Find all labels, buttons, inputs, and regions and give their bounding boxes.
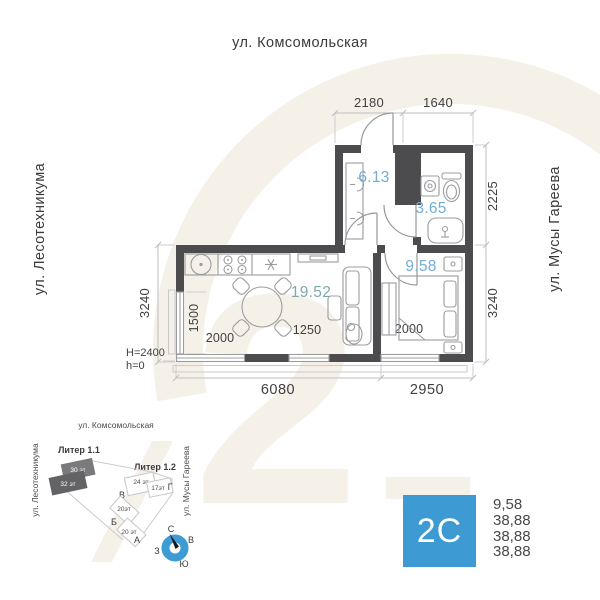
compass-east: В [188,535,194,545]
area-bedroom: 9.58 [405,258,436,275]
street-right-label: ул. Мусы Гареева [547,166,563,292]
site-street-right: ул. Мусы Гареева [181,446,191,516]
bathroom-door-swing [383,204,417,238]
living-door-swing [344,212,378,246]
svg-text:17эт: 17эт [151,485,164,492]
compass-south: Ю [179,559,188,569]
bedroom-door-swing [384,252,418,286]
toilet [441,172,462,203]
site-street-left: ул. Лесотехникума [30,443,40,517]
compass-ring [161,534,189,562]
facade-sill-left [168,289,176,355]
site-liter-2: Литер 1.2 [134,462,176,472]
dim-right-1: 2225 [485,181,500,211]
dim-top-1: 2180 [354,95,384,110]
partition-living-bedroom [373,253,381,354]
watermark-digit: 2 [193,231,360,567]
watermark-ring [153,53,600,402]
blanket-fold [398,317,426,341]
site-building-17: 17эт Г [146,477,174,498]
pillow [443,310,457,338]
area-living: 19.52 [291,284,331,301]
pillow [443,280,457,308]
dim-window-living-2: 1250 [293,323,322,337]
area-value: 38,88 [493,543,531,561]
dim-left-1: 3240 [137,288,152,318]
svg-text:30 эт: 30 эт [70,467,85,474]
area-bathroom: 3.65 [415,200,446,217]
plan-type-badge: 2C [403,495,476,567]
street-left-label: ул. Лесотехникума [32,162,48,295]
site-building-20b: 20эт Б [109,495,140,527]
site-letter-v: В [119,490,125,500]
area-values: 9,58 38,88 38,88 38,88 [493,495,531,567]
throw-blanket [345,323,363,345]
fridge-snowflake-icon [265,259,277,270]
shower [427,217,464,244]
site-letter-a: А [134,535,140,545]
sink [190,253,212,276]
compass-north: С [168,524,175,534]
compass: С В З Ю [154,524,194,569]
dim-bottom-1: 6080 [261,382,295,398]
watermark-patch [386,477,470,499]
washing-machine [420,175,440,197]
watermark-stroke [91,441,173,562]
furniture [184,162,464,354]
svg-text:20 эт: 20 эт [121,529,136,536]
facade-sill [172,365,468,373]
dim-bottom-2: 2950 [410,382,444,398]
site-boundary [63,488,124,541]
area-value: 38,88 [493,511,531,529]
site-building-20a: 20 эт А [116,517,147,548]
dining-table [232,277,292,337]
site-liter-1: Литер 1.1 [58,445,100,455]
sofa [327,266,372,346]
dimension-lines: 2180 1640 2225 3240 3240 6080 2950 1500 … [126,95,500,398]
dim-window-living-1: 2000 [206,331,235,345]
entry-door-swing [360,112,394,146]
level-note: h=0 [126,360,145,372]
compass-needle [169,533,179,549]
kitchen-counter [184,253,291,276]
wardrobe [381,282,397,336]
street-top-label: ул. Комсомольская [232,35,368,51]
area-value: 9,58 [493,496,523,513]
dim-top-2: 1640 [423,95,453,110]
bed [398,275,459,341]
ceiling-height-note: H=2400 [126,347,165,359]
nightstand-bottom [443,341,463,354]
shaft-pier [395,153,421,205]
compass-west: З [154,546,159,556]
doors [344,112,418,286]
svg-text:32 эт: 32 эт [60,481,75,488]
nightstand-top [443,256,463,272]
side-table [327,295,342,321]
site-street-top: ул. Комсомольская [78,420,154,430]
area-value: 38,88 [493,527,531,545]
site-building-32: 32 эт [48,470,88,496]
svg-text:24 эт: 24 эт [133,479,148,486]
site-letter-b: Б [111,517,117,527]
site-boundary [92,460,173,542]
windows [168,289,468,373]
svg-text:20эт: 20эт [117,506,130,513]
dim-window-left: 1500 [187,304,201,333]
apartment-info-block: 2C 9,58 38,88 38,88 38,88 [403,495,531,567]
sink-drain [199,262,203,267]
area-hallway: 6.13 [358,169,389,186]
site-letter-g: Г [168,482,173,492]
site-plan: ул. Комсомольская ул. Лесотехникума ул. … [30,420,194,569]
dim-right-2: 3240 [485,288,500,318]
coat-rack [345,162,365,240]
stove [223,255,247,275]
walls [176,145,473,362]
brand-watermark: 2 [91,53,600,567]
tv-console [297,253,339,263]
